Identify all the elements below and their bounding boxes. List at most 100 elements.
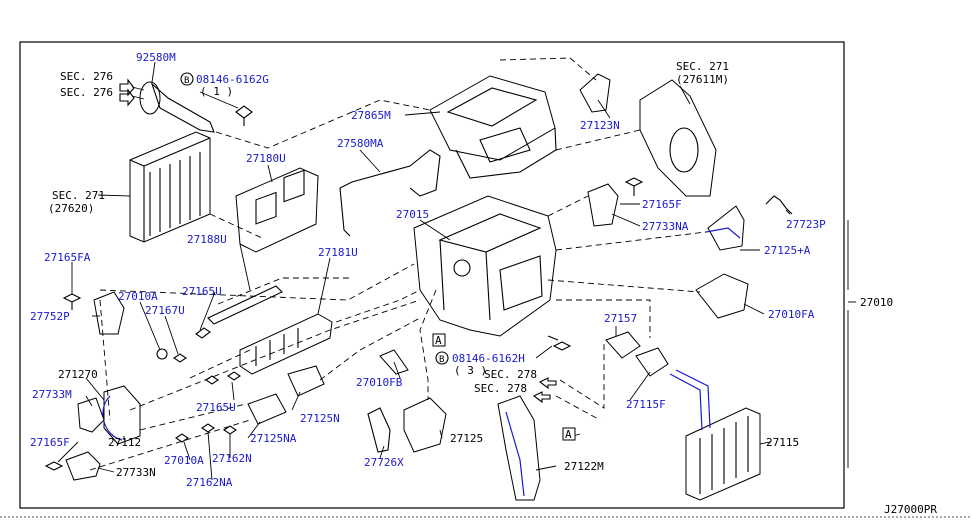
grommet-92580m-part	[119, 78, 215, 133]
label-27010a: 27010A	[118, 290, 158, 303]
evaporator-part	[129, 131, 211, 243]
actuator-27733na-part	[587, 183, 619, 227]
duct-27125a-edge	[705, 227, 741, 239]
label-27122m: 27122M	[564, 460, 604, 473]
label-27127o: 271270	[58, 368, 98, 381]
sec278-arrow-b	[532, 391, 551, 404]
label-bolt-08146-6162g: 08146-6162G	[196, 73, 269, 86]
bolt-08146-6162h-part	[547, 335, 572, 351]
label-27726x: 27726X	[364, 456, 404, 469]
screw-27165fa-part	[62, 293, 82, 310]
clip-27165u-bottom-part	[227, 371, 241, 381]
label-27115: 27115	[766, 436, 799, 449]
label-27112: 27112	[108, 436, 141, 449]
label-sec276-b: SEC. 276	[60, 86, 113, 99]
label-27752p: 27752P	[30, 310, 70, 323]
label-bolt-08146-6162g-qty: ( 1 )	[200, 85, 233, 98]
bracket-27010fa-part	[695, 273, 749, 319]
label-27010a-bottom: 27010A	[164, 454, 204, 467]
label-27181u: 27181U	[318, 246, 358, 259]
label-27157: 27157	[604, 312, 637, 325]
link-27112-edge	[102, 395, 123, 441]
seal-27115f-part	[635, 347, 669, 377]
label-27123n: 27123N	[580, 119, 620, 132]
sensor-27723p-part	[765, 195, 793, 215]
label-27165f-bottom: 27165F	[30, 436, 70, 449]
label-sec271-left: SEC. 271	[52, 189, 105, 202]
blower-sec271-part	[639, 79, 717, 197]
label-27580ma: 27580MA	[337, 137, 384, 150]
bracket-27123n-part	[579, 73, 611, 113]
label-27162n: 27162N	[212, 452, 252, 465]
screw-27165f-top-part	[624, 177, 644, 196]
label-27015: 27015	[396, 208, 429, 221]
bolt-symbol-2-letter: B	[439, 355, 444, 365]
gasket-27157-part	[605, 331, 641, 359]
label-sec278-a: SEC. 278	[484, 368, 537, 381]
clip-27162na-part	[201, 423, 215, 433]
heater-core-27115-part	[669, 369, 761, 501]
label-27125: 27125	[450, 432, 483, 445]
diagram-frame	[19, 41, 845, 509]
label-bolt-08146-6162h: 08146-6162H	[452, 352, 525, 365]
label-sec271-top-ref: (27611M)	[676, 73, 729, 86]
label-27125na: 27125NA	[250, 432, 297, 445]
clip-27010a-bottom-part	[175, 433, 189, 443]
clip-27165u-top-part	[195, 327, 211, 339]
bar-27188u-part	[207, 285, 283, 325]
vent-27125n-part	[287, 365, 325, 397]
label-27010: 27010	[860, 296, 893, 309]
label-27188u: 27188U	[187, 233, 227, 246]
label-27115f: 27115F	[626, 398, 666, 411]
label-27733na: 27733NA	[642, 220, 689, 233]
label-27165f-top: 27165F	[642, 198, 682, 211]
label-sec271-left-ref: (27620)	[48, 202, 94, 215]
label-27733m: 27733M	[32, 388, 72, 401]
diagram-code: J27000PR	[884, 503, 937, 516]
link-27112-part	[103, 385, 141, 445]
label-27180u: 27180U	[246, 152, 286, 165]
bracket-27752p-part	[93, 291, 125, 335]
label-27125n: 27125N	[300, 412, 340, 425]
svg-text:B: B	[184, 76, 189, 86]
harness-27580ma-part	[339, 149, 441, 237]
label-27865m: 27865M	[351, 109, 391, 122]
leader-lines	[57, 61, 856, 481]
actuator-27733n-part	[65, 451, 101, 481]
clip-27010a-part	[156, 348, 168, 360]
actuator-27733m-part	[77, 397, 105, 433]
duct-27180u-part	[235, 167, 319, 253]
label-sec276-a: SEC. 276	[60, 70, 113, 83]
label-27733n: 27733N	[116, 466, 156, 479]
sec278-arrow-a	[538, 377, 557, 390]
heater-unit-27015-part	[413, 195, 557, 337]
grille-27181u-part	[239, 313, 333, 375]
assembly-dashed-lines	[89, 57, 707, 471]
ref-box-a-upper-text: A	[435, 334, 442, 347]
label-27165u-top: 27165U	[182, 285, 222, 298]
label-27010fa: 27010FA	[768, 308, 815, 321]
label-27723p: 27723P	[786, 218, 826, 231]
label-sec278-b: SEC. 278	[474, 382, 527, 395]
screw-27165f-bottom-part	[44, 461, 64, 471]
label-27010fb: 27010FB	[356, 376, 403, 389]
label-27162na: 27162NA	[186, 476, 233, 489]
label-27125a: 27125+A	[764, 244, 811, 257]
label-27165fa: 27165FA	[44, 251, 91, 264]
ref-box-a-lower	[562, 427, 576, 441]
label-sec271-top: SEC. 271	[676, 60, 729, 73]
sensor-27726x-part	[367, 407, 391, 453]
intake-27865m-part	[429, 75, 557, 179]
clip-27127o-part	[205, 375, 219, 385]
label-92580m: 92580M	[136, 51, 176, 64]
label-27165u-bottom: 27165U	[196, 401, 236, 414]
label-bolt-08146-6162h-qty: ( 3 )	[454, 364, 487, 377]
ref-box-a-upper	[432, 333, 446, 347]
bolt-symbol-2	[435, 351, 449, 365]
bolt-08146-6162g-part: B	[180, 72, 253, 126]
ref-box-a-lower-text: A	[565, 428, 572, 441]
duct-27122m-part	[497, 395, 541, 501]
vent-27125na-part	[247, 393, 287, 425]
duct-27125-part	[403, 397, 447, 453]
